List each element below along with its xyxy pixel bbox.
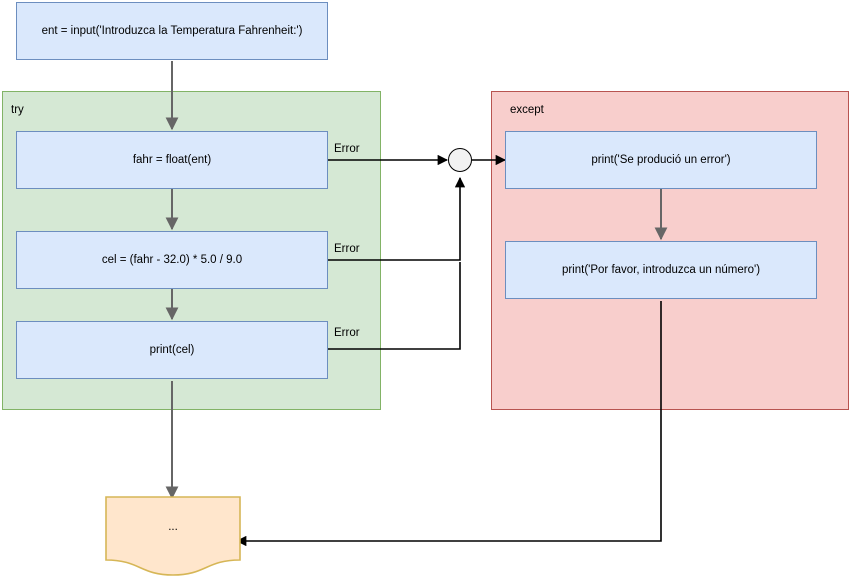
edge-error-printcel-to-junction [328,262,461,350]
node-fahr-float-label: fahr = float(ent) [132,153,212,166]
node-fahr-float[interactable]: fahr = float(ent) [16,131,328,189]
node-print-error[interactable]: print('Se produció un error') [505,131,817,189]
node-end-document-label: ... [168,521,178,533]
node-print-cel[interactable]: print(cel) [16,321,328,379]
node-celsius-formula-label: cel = (fahr - 32.0) * 5.0 / 9.0 [101,253,243,266]
node-input-temperature[interactable]: ent = input('Introduzca la Temperatura F… [16,2,328,60]
node-print-cel-label: print(cel) [149,343,195,356]
document-shape-icon [105,496,241,576]
try-block-label: try [11,104,24,116]
node-print-enter-number-label: print('Por favor, introduzca un número') [561,263,761,276]
edge-error-cel-to-junction [328,176,466,261]
except-block-label: except [510,104,544,116]
edge-label-error-3: Error [334,327,360,339]
edge-label-error-2: Error [334,243,360,255]
node-print-enter-number[interactable]: print('Por favor, introduzca un número') [505,241,817,299]
node-input-temperature-label: ent = input('Introduzca la Temperatura F… [41,24,303,37]
edge-except-number-to-end [235,301,662,547]
node-celsius-formula[interactable]: cel = (fahr - 32.0) * 5.0 / 9.0 [16,231,328,289]
node-end-document[interactable]: ... [105,496,241,576]
edge-label-error-1: Error [334,143,360,155]
node-print-error-label: print('Se produció un error') [591,153,731,166]
merge-junction-node[interactable] [448,148,472,172]
